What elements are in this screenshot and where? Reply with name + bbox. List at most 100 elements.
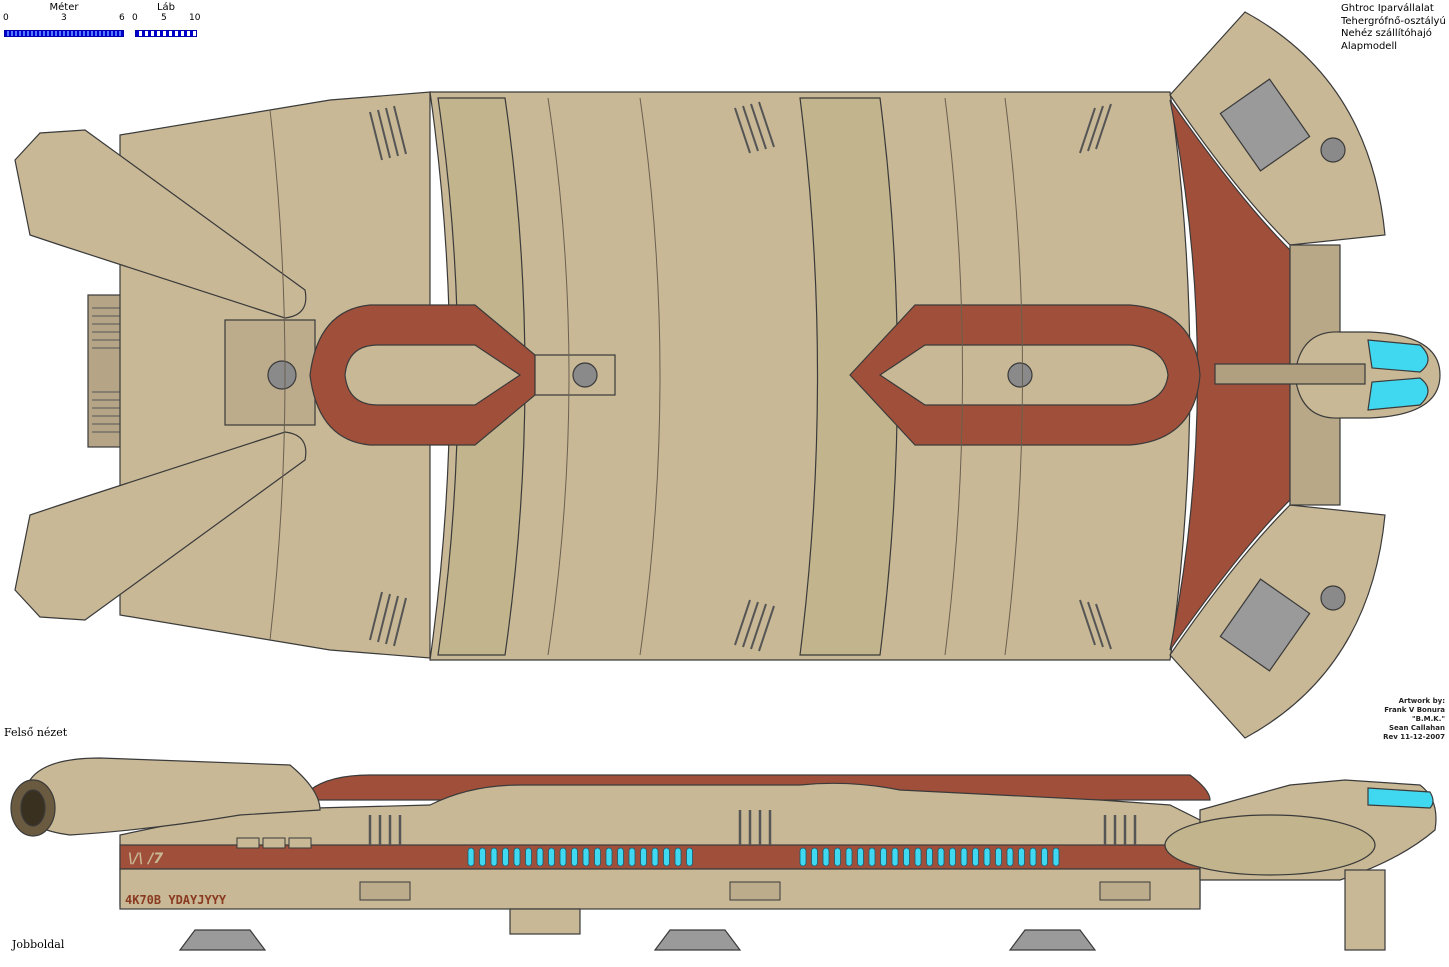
side-window	[559, 847, 567, 867]
title-line: Nehéz szállítóhajó	[1341, 28, 1432, 39]
meter-scale-title: Méter	[49, 2, 79, 13]
bridge-window	[1367, 339, 1429, 373]
engine-exhaust	[10, 779, 56, 837]
side-window	[903, 847, 910, 867]
foot-scale: Láb 0 5 10	[130, 2, 205, 42]
lower-wing-vent	[1219, 578, 1311, 672]
foot-scale-title: Láb	[156, 2, 176, 13]
side-bow	[1199, 779, 1437, 881]
credit-line: Artwork by:	[1398, 697, 1445, 705]
side-window	[857, 847, 864, 867]
hull-hatch	[359, 881, 411, 901]
side-window	[651, 847, 659, 867]
meter-scale: Méter 0 3 6	[0, 2, 130, 42]
bow-spine	[1289, 244, 1341, 506]
upper-wing-hatch	[1320, 137, 1346, 163]
side-window	[845, 847, 853, 867]
landing-strut	[509, 908, 581, 935]
side-window	[525, 847, 532, 867]
side-hull-registry: 4K70B YDAYJYYY	[125, 893, 227, 907]
fwd-hatch-deck	[878, 344, 1169, 406]
side-window	[605, 847, 613, 867]
side-window	[594, 847, 601, 867]
side-hull-code: \/\ /7	[128, 851, 163, 867]
foot-tick: 10	[189, 13, 201, 23]
title-block: Ghtroc Iparvállalat Tehergrófnő-osztályú…	[1341, 3, 1446, 53]
title-line: Alapmodell	[1341, 40, 1398, 52]
engine-nacelle-upper	[14, 129, 307, 319]
aft-engine-block	[87, 294, 141, 448]
meter-tick: 0	[3, 13, 9, 23]
credit-line: Sean Callahan	[1388, 724, 1445, 732]
cargo-hull-section	[429, 91, 1191, 661]
side-window	[937, 847, 945, 867]
side-window	[582, 847, 590, 867]
side-window	[880, 847, 887, 867]
meter-tick: 3	[61, 13, 67, 23]
side-window	[799, 847, 807, 867]
side-window	[571, 847, 578, 867]
hull-stripe	[119, 844, 1201, 870]
side-window	[640, 847, 647, 867]
side-window	[834, 847, 841, 867]
engine-nacelle-lower	[14, 431, 307, 621]
forward-wing-lower	[1169, 504, 1386, 739]
aft-hatch-deck	[344, 344, 522, 406]
side-hull	[119, 782, 1201, 906]
side-window	[960, 847, 968, 867]
aft-hull-section	[119, 91, 431, 659]
side-window	[663, 847, 670, 867]
foot-tick: 5	[161, 13, 167, 23]
credit-line: Frank V Bonura	[1384, 706, 1445, 714]
side-window	[949, 847, 956, 867]
hull-band	[437, 97, 526, 656]
title-line: Tehergrófnő-osztályú	[1341, 15, 1446, 27]
title-line: Ghtroc Iparvállalat	[1341, 3, 1434, 14]
side-bridge-window	[1367, 787, 1434, 809]
lower-wing-hatch	[1320, 585, 1346, 611]
foot-scale-bar	[135, 30, 197, 37]
fwd-cargo-hatch	[849, 304, 1201, 446]
side-window	[868, 847, 876, 867]
aft-spine	[224, 319, 316, 426]
side-window	[983, 847, 991, 867]
upper-wing-vent	[1219, 78, 1311, 172]
hull-hatch	[1099, 881, 1151, 901]
fwd-hatch-turret	[1007, 362, 1033, 388]
side-window	[513, 847, 521, 867]
meter-scale-bar	[4, 30, 124, 37]
side-bridge-pod	[1164, 814, 1376, 876]
side-window	[674, 847, 682, 867]
foot-tick: 0	[132, 13, 138, 23]
bridge-window	[1367, 377, 1429, 411]
side-window	[536, 847, 544, 867]
side-window	[914, 847, 922, 867]
bow-collar	[1169, 99, 1291, 651]
aft-hatch-turret	[572, 362, 598, 388]
credit-line: Rev 11-12-2007	[1383, 733, 1445, 741]
side-window	[686, 847, 693, 867]
hull-hatch	[288, 837, 312, 849]
side-window	[891, 847, 899, 867]
bow-conduit	[1214, 363, 1366, 385]
hull-hatch	[236, 837, 260, 849]
landing-foot	[653, 929, 742, 951]
side-window	[502, 847, 509, 867]
hull-band	[799, 97, 899, 656]
side-window	[1041, 847, 1048, 867]
side-view-label: Jobboldal	[12, 938, 65, 951]
lower-hull	[119, 868, 1201, 910]
bridge-pod	[1294, 331, 1441, 419]
side-window	[617, 847, 624, 867]
aft-cargo-hatch	[309, 304, 536, 446]
side-window	[1052, 847, 1060, 867]
side-window	[926, 847, 933, 867]
side-window	[1018, 847, 1025, 867]
aft-hatch-module	[534, 354, 616, 396]
side-engine-nacelle	[14, 757, 321, 836]
side-window	[1006, 847, 1014, 867]
side-window	[479, 847, 486, 867]
engine-exhaust-inner	[20, 789, 46, 827]
